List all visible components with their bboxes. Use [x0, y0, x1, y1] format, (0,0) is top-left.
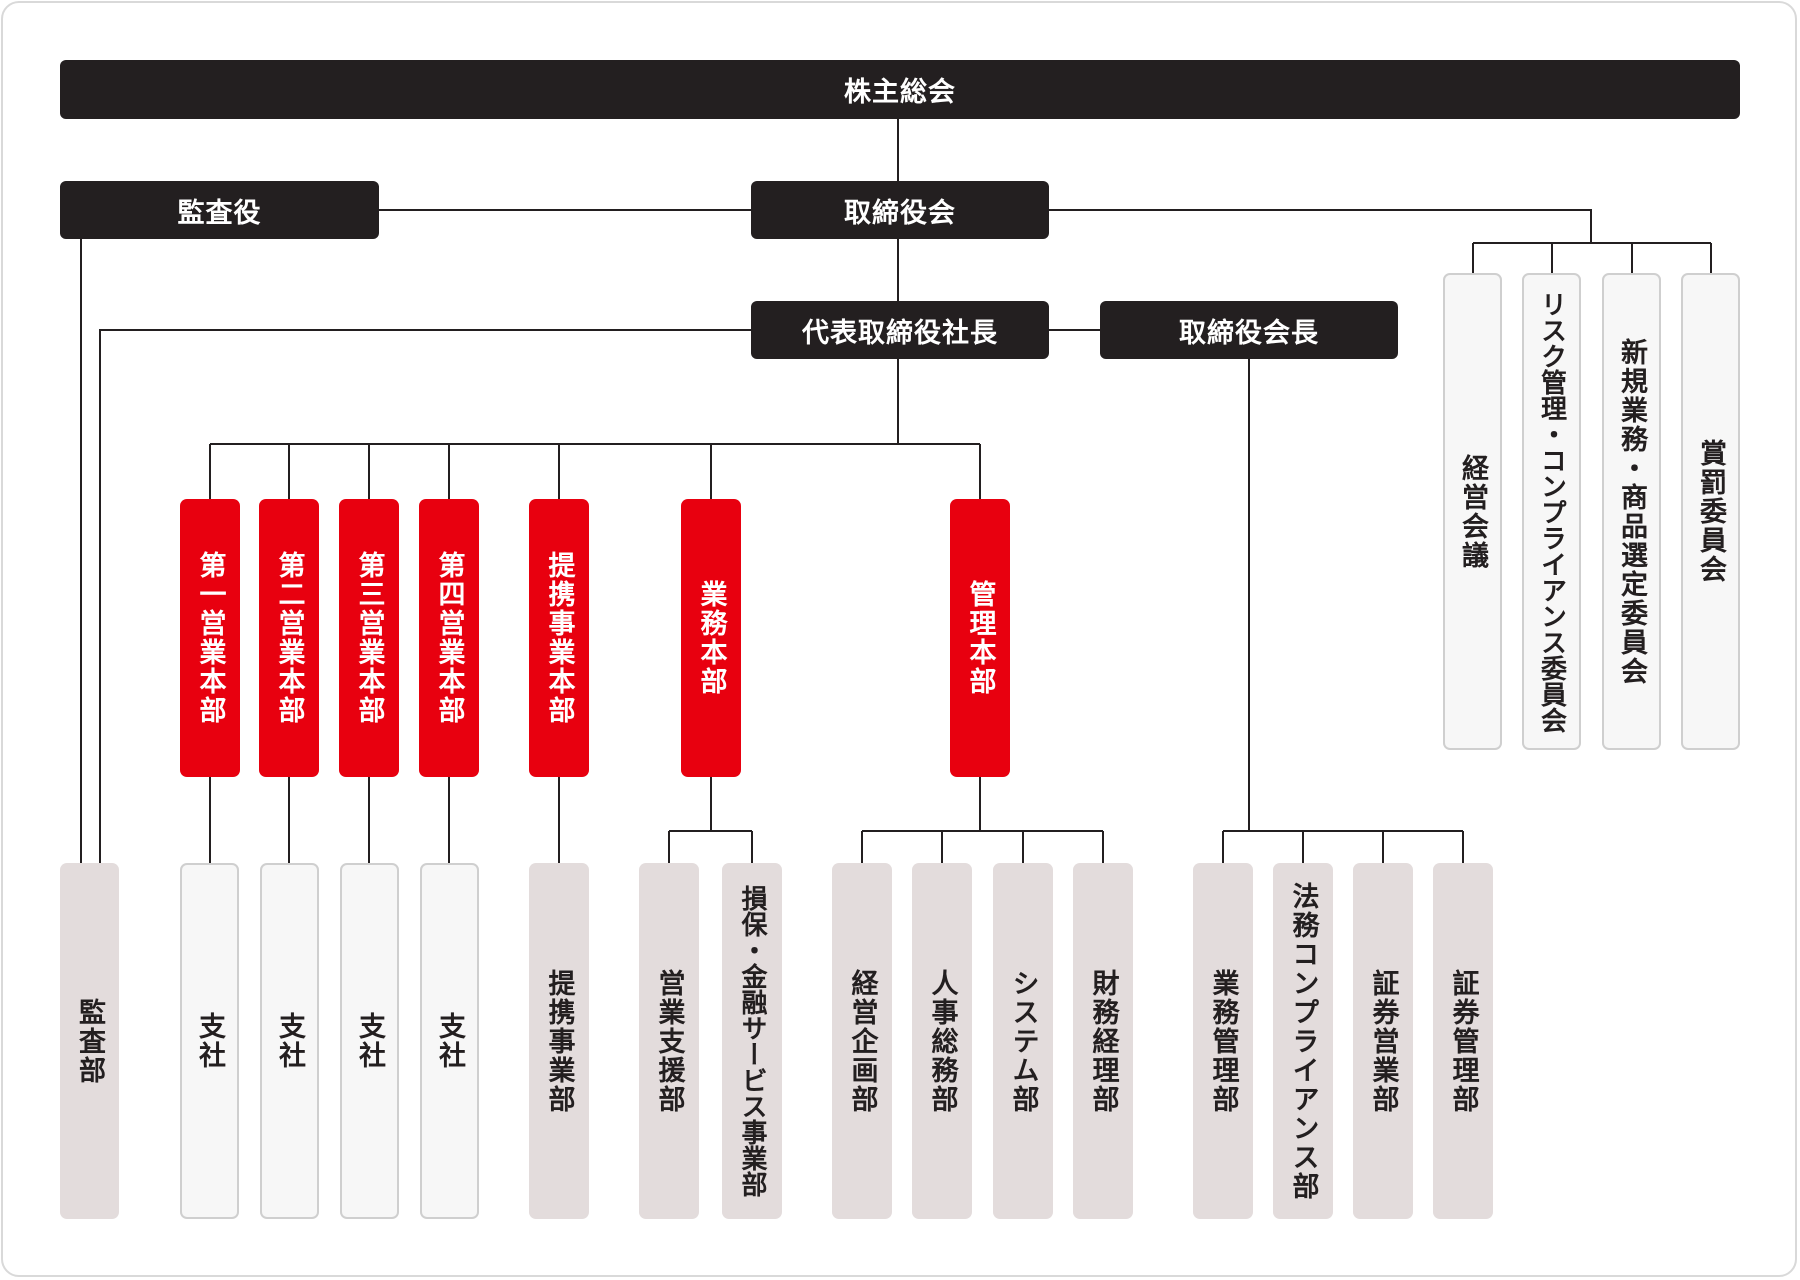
dept-label: 提携事業部: [543, 968, 575, 1114]
board-of-directors-box: 取締役会: [751, 181, 1049, 239]
division-label: 第三営業本部: [353, 551, 385, 725]
committee-risk-compliance: リスク管理・コンプライアンス委員会: [1522, 273, 1581, 750]
committee-label: 経営会議: [1457, 453, 1488, 570]
dept-label: 支社: [274, 1012, 305, 1070]
dept-operations-management: 業務管理部: [1193, 863, 1253, 1219]
dept-corporate-planning: 経営企画部: [832, 863, 892, 1219]
dept-legal-compliance: 法務コンプライアンス部: [1273, 863, 1333, 1219]
dept-label: 業務管理部: [1207, 968, 1239, 1114]
dept-label: 人事総務部: [926, 968, 958, 1114]
division-label: 提携事業本部: [543, 551, 575, 725]
dept-insurance-finance: 損保・金融サービス事業部: [722, 863, 782, 1219]
dept-label: 監査部: [74, 997, 105, 1085]
dept-label: 営業支援部: [653, 968, 685, 1114]
division-sales-3: 第三営業本部: [339, 499, 399, 777]
dept-branch: 支社: [340, 863, 399, 1219]
dept-branch: 支社: [180, 863, 239, 1219]
dept-securities-management: 証券管理部: [1433, 863, 1493, 1219]
division-sales-1: 第一営業本部: [180, 499, 240, 777]
chairman-box: 取締役会長: [1100, 301, 1398, 359]
dept-label: 証券管理部: [1447, 968, 1479, 1114]
dept-branch: 支社: [420, 863, 479, 1219]
dept-label: 証券営業部: [1367, 968, 1399, 1114]
division-label: 第一営業本部: [194, 551, 226, 725]
dept-label: 支社: [194, 1012, 225, 1070]
division-sales-4: 第四営業本部: [419, 499, 479, 777]
line-president-audit: [99, 329, 751, 863]
dept-hr-general-affairs: 人事総務部: [912, 863, 972, 1219]
dept-securities-sales: 証券営業部: [1353, 863, 1413, 1219]
committee-label: 賞罰委員会: [1695, 439, 1726, 584]
shareholders-meeting-box: 株主総会: [60, 60, 1740, 119]
dept-label: システム部: [1007, 968, 1039, 1114]
auditor-box: 監査役: [60, 181, 379, 239]
dept-branch: 支社: [260, 863, 319, 1219]
dept-audit: 監査部: [60, 863, 119, 1219]
dept-label: 法務コンプライアンス部: [1287, 881, 1319, 1201]
committee-management-meeting: 経営会議: [1443, 273, 1502, 750]
division-label: 業務本部: [695, 580, 727, 696]
president-box: 代表取締役社長: [751, 301, 1049, 359]
division-label: 第二営業本部: [273, 551, 305, 725]
committee-label: リスク管理・コンプライアンス委員会: [1536, 290, 1567, 733]
dept-systems: システム部: [993, 863, 1053, 1219]
dept-finance-accounting: 財務経理部: [1073, 863, 1133, 1219]
division-operations: 業務本部: [681, 499, 741, 777]
division-administration: 管理本部: [950, 499, 1010, 777]
dept-label: 経営企画部: [846, 968, 878, 1114]
dept-sales-support: 営業支援部: [639, 863, 699, 1219]
division-label: 第四営業本部: [433, 551, 465, 725]
division-sales-2: 第二営業本部: [259, 499, 319, 777]
dept-label: 損保・金融サービス事業部: [737, 885, 767, 1197]
dept-label: 財務経理部: [1087, 968, 1119, 1114]
division-alliance: 提携事業本部: [529, 499, 589, 777]
dept-alliance: 提携事業部: [529, 863, 589, 1219]
dept-label: 支社: [434, 1012, 465, 1070]
division-label: 管理本部: [964, 580, 996, 696]
committee-rewards-penalties: 賞罰委員会: [1681, 273, 1740, 750]
committee-new-business-product: 新規業務・商品選定委員会: [1602, 273, 1661, 750]
line-board-committees: [1049, 209, 1592, 243]
committee-label: 新規業務・商品選定委員会: [1616, 337, 1647, 686]
dept-label: 支社: [354, 1012, 385, 1070]
